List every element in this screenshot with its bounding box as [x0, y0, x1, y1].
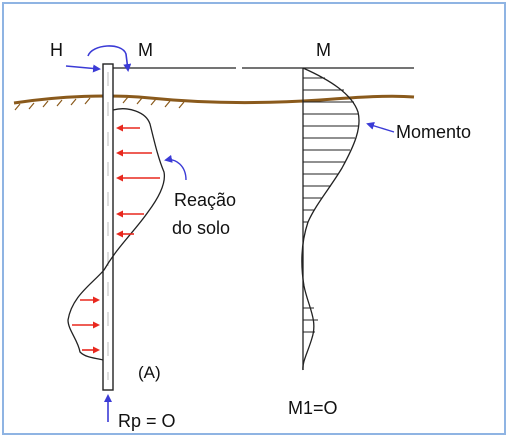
label-case: (A) [138, 363, 161, 382]
reaction-pointer-arrow-icon [164, 154, 187, 181]
diagram-frame [2, 2, 506, 435]
horizontal-force-arrow-icon [65, 64, 101, 73]
pile [102, 63, 114, 391]
label-moment: Momento [396, 122, 471, 142]
moment-diagram [301, 67, 360, 371]
label-h: H [50, 40, 63, 60]
label-m1: M1=O [288, 398, 338, 418]
curved-arrow-icon [87, 45, 132, 72]
soil-reaction-arrows [72, 124, 160, 354]
moment-pointer-arrow-icon [366, 121, 395, 133]
ground-surface [13, 94, 415, 111]
label-m-right: M [316, 40, 331, 60]
soil-reaction-curve [67, 108, 166, 361]
label-m-left: M [138, 40, 153, 60]
label-tip-reaction: Rp = O [118, 411, 176, 431]
label-soil-reaction-1: Reação [174, 190, 236, 210]
label-soil-reaction-2: do solo [172, 218, 230, 238]
